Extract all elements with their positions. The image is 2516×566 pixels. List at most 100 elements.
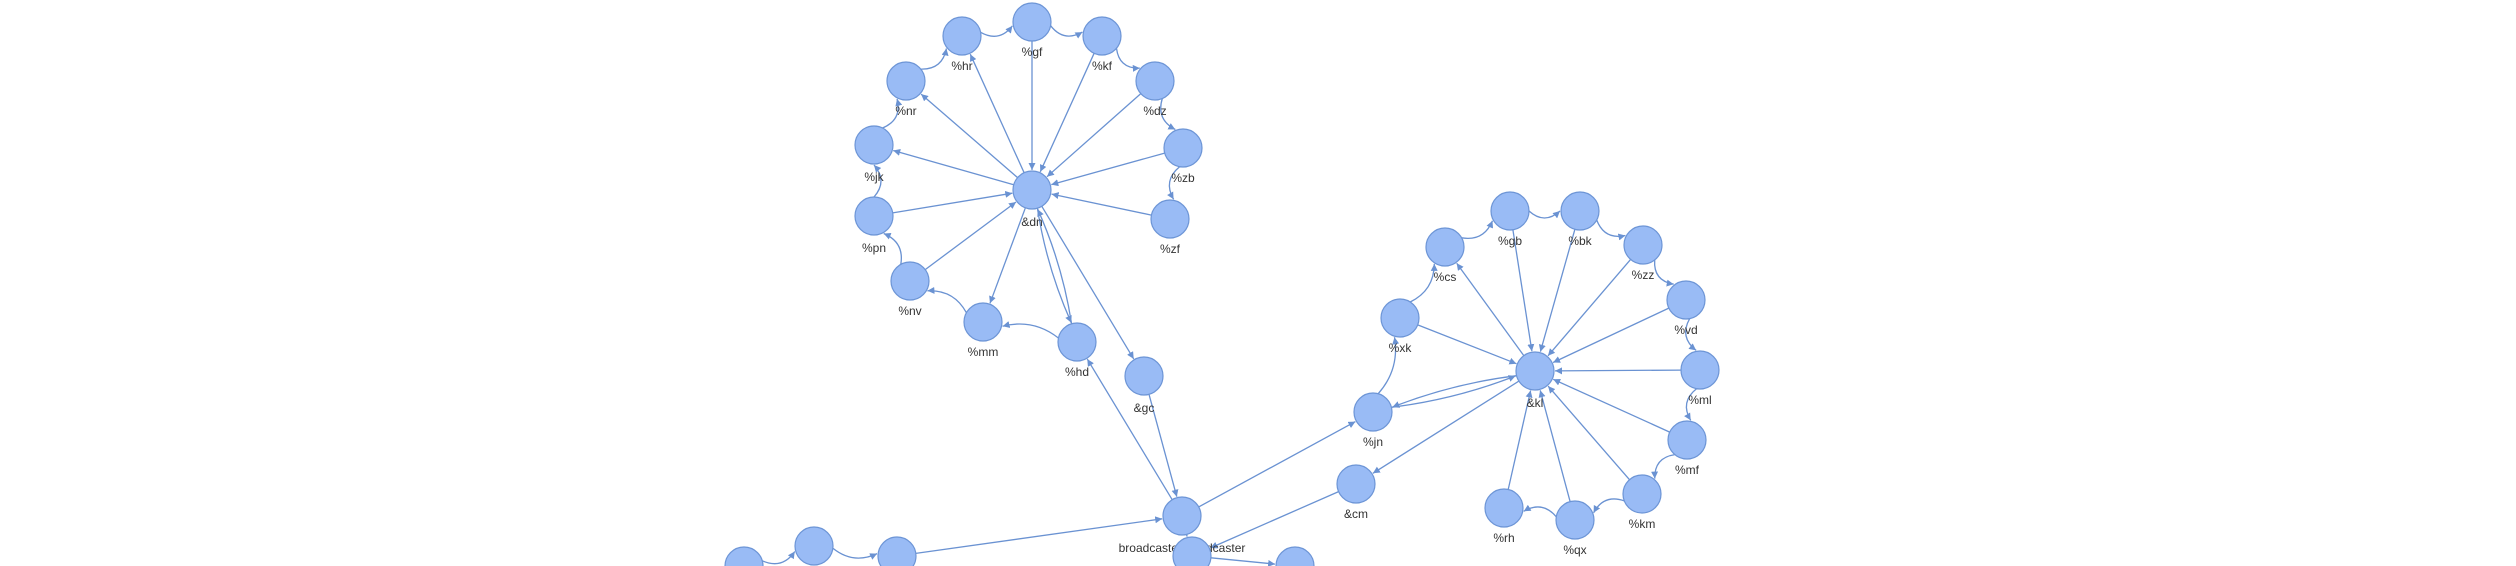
edge-mm-nv (927, 286, 967, 314)
node-xk[interactable]: %xk (1380, 298, 1420, 355)
edge-kl-jn (1392, 375, 1517, 408)
node-circle[interactable] (1490, 191, 1530, 231)
node-circle[interactable] (1135, 61, 1175, 101)
node-hr[interactable]: %hr (942, 16, 982, 73)
node-label: %jk (864, 170, 884, 184)
node-km[interactable]: %km (1622, 474, 1662, 531)
node-dn[interactable]: &dn (1012, 170, 1052, 229)
node-bl3[interactable] (877, 536, 917, 566)
node-circle[interactable] (1124, 356, 1164, 396)
edge-pn-dn (892, 190, 1013, 214)
node-label: %hd (1065, 365, 1089, 379)
node-b2[interactable] (1172, 536, 1212, 566)
edge-vd-ml (1685, 318, 1697, 351)
node-label: %zz (1632, 268, 1655, 282)
node-cs[interactable]: %cs (1425, 227, 1465, 284)
node-label: %gb (1498, 234, 1522, 248)
node-circle[interactable] (724, 546, 764, 566)
node-gb[interactable]: %gb (1490, 191, 1530, 248)
node-circle[interactable] (794, 526, 834, 566)
node-circle[interactable] (1082, 16, 1122, 56)
node-circle[interactable] (1666, 280, 1706, 320)
edge-kf-dz (1115, 48, 1140, 72)
edge-km-qx (1593, 498, 1625, 514)
node-circle[interactable] (854, 196, 894, 236)
node-zf[interactable]: %zf (1150, 199, 1190, 256)
edge-gb-kl (1512, 229, 1535, 352)
node-circle[interactable] (1680, 350, 1720, 390)
node-circle[interactable] (1336, 464, 1376, 504)
node-hd[interactable]: %hd (1057, 322, 1097, 379)
node-circle[interactable] (1150, 199, 1190, 239)
node-bl2[interactable] (794, 526, 834, 566)
node-gf[interactable]: %gf (1012, 2, 1052, 59)
node-layer: &dn %hr %gf %kf %dz %zb %zf %nr %jk %pn %nv %mm %hd &… (724, 2, 1720, 566)
node-jk[interactable]: %jk (854, 125, 894, 184)
node-circle[interactable] (1380, 298, 1420, 338)
node-circle[interactable] (1057, 322, 1097, 362)
node-circle[interactable] (1163, 128, 1203, 168)
node-circle[interactable] (1275, 546, 1315, 566)
edge-xk-cs (1409, 263, 1438, 303)
node-label: %xk (1389, 341, 1413, 355)
edge-vd-kl (1552, 307, 1670, 364)
node-ml[interactable]: %ml (1680, 350, 1720, 407)
node-circle[interactable] (1667, 420, 1707, 460)
node-circle[interactable] (1555, 500, 1595, 540)
node-nr[interactable]: %nr (886, 61, 926, 118)
node-circle[interactable] (1012, 170, 1052, 210)
node-pn[interactable]: %pn (854, 196, 894, 255)
node-mm[interactable]: %mm (963, 302, 1003, 359)
node-bk[interactable]: %bk (1560, 191, 1600, 248)
edge-b2-b3 (1210, 557, 1276, 566)
node-rh[interactable]: %rh (1484, 488, 1524, 545)
edge-bl3-bc (915, 516, 1163, 555)
node-zz[interactable]: %zz (1623, 225, 1663, 282)
node-circle[interactable] (942, 16, 982, 56)
node-circle[interactable] (1012, 2, 1052, 42)
edge-jn-kl (1391, 375, 1516, 408)
edge-ml-kl (1554, 367, 1682, 375)
node-circle[interactable] (1484, 488, 1524, 528)
node-b3[interactable] (1275, 546, 1315, 566)
edge-gf-kf (1050, 25, 1083, 39)
edge-dn-gc (1041, 205, 1135, 360)
node-kl[interactable]: &kl (1515, 351, 1555, 410)
node-circle[interactable] (877, 536, 917, 566)
edge-bk-kl (1538, 229, 1576, 352)
node-gc[interactable]: &gc (1124, 356, 1164, 415)
node-circle[interactable] (963, 302, 1003, 342)
node-label: %vd (1674, 323, 1697, 337)
node-circle[interactable] (1425, 227, 1465, 267)
node-cm[interactable]: &cm (1336, 464, 1376, 521)
node-circle[interactable] (1515, 351, 1555, 391)
edge-jk-nr (882, 98, 903, 129)
node-kf[interactable]: %kf (1082, 16, 1122, 73)
node-zb[interactable]: %zb (1163, 128, 1203, 185)
node-qx[interactable]: %qx (1555, 500, 1595, 557)
node-circle[interactable] (1172, 536, 1212, 566)
node-circle[interactable] (1622, 474, 1662, 514)
node-nv[interactable]: %nv (890, 261, 930, 318)
node-label: %mf (1675, 463, 1700, 477)
node-mf[interactable]: %mf (1667, 420, 1707, 477)
node-label: %gf (1022, 45, 1043, 59)
edge-hd-dn (1037, 208, 1073, 324)
node-vd[interactable]: %vd (1666, 280, 1706, 337)
node-circle[interactable] (886, 61, 926, 101)
node-circle[interactable] (1353, 392, 1393, 432)
edge-zz-vd (1654, 259, 1674, 287)
edge-bl1-bl2 (762, 551, 796, 565)
node-circle[interactable] (1162, 496, 1202, 536)
node-bl1[interactable] (724, 546, 764, 566)
node-circle[interactable] (1623, 225, 1663, 265)
node-circle[interactable] (890, 261, 930, 301)
edge-hr-gf (980, 25, 1013, 37)
node-circle[interactable] (854, 125, 894, 165)
edge-ml-mf (1684, 388, 1697, 421)
edge-dn-hr (969, 53, 1025, 173)
node-circle[interactable] (1560, 191, 1600, 231)
node-dz[interactable]: %dz (1135, 61, 1175, 118)
node-label: %qx (1563, 543, 1586, 557)
node-jn[interactable]: %jn (1353, 392, 1393, 449)
